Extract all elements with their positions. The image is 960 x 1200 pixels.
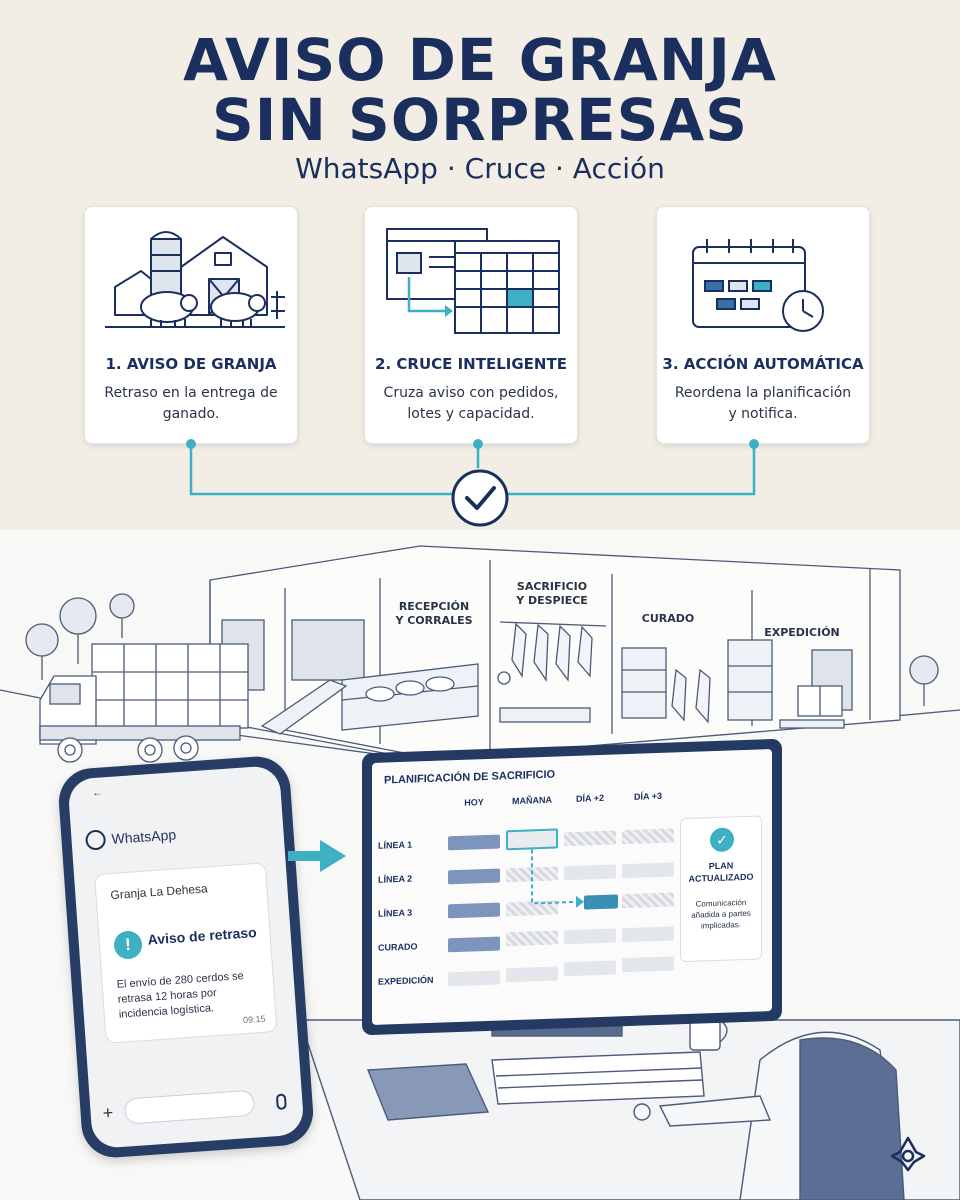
plan-status: PLAN ACTUALIZADO: [688, 860, 754, 884]
schedule-cell[interactable]: [622, 926, 674, 943]
step-card-auto-action: 3. ACCIÓN AUTOMÁTICA Reordena la planifi…: [656, 206, 870, 444]
step-card-farm-notice: 1. AVISO DE GRANJA Retraso en la entrega…: [84, 206, 298, 444]
planning-title: PLANIFICACIÓN DE SACRIFICIO: [384, 768, 556, 787]
zone-label-slaughter: SACRIFICIO Y DESPIECE: [516, 580, 588, 607]
page-title: AVISO DE GRANJA SIN SORPRESAS: [183, 26, 777, 154]
step-title: 3. ACCIÓN AUTOMÁTICA: [662, 355, 864, 373]
message-input[interactable]: [123, 1089, 256, 1125]
whatsapp-icon: [84, 829, 107, 851]
step-title: 1. AVISO DE GRANJA: [105, 355, 277, 373]
column-header: DÍA +3: [634, 790, 662, 802]
schedule-cell[interactable]: [448, 834, 500, 851]
schedule-cell[interactable]: [506, 966, 558, 983]
app-name: WhatsApp: [111, 826, 177, 847]
smartphone: ← WhatsApp Granja La Dehesa ! Aviso de r…: [56, 754, 316, 1160]
column-header: DÍA +2: [576, 792, 604, 804]
message-sender: Granja La Dehesa: [110, 881, 209, 903]
plan-note: Comunicación añadida a partes implicadas…: [691, 897, 751, 931]
row-label: LÍNEA 3: [378, 907, 413, 919]
page-subtitle: WhatsApp · Cruce · Acción: [295, 152, 665, 185]
message-bubble[interactable]: Granja La Dehesa ! Aviso de retraso El e…: [94, 862, 278, 1044]
warning-icon: !: [113, 930, 143, 960]
schedule-cell[interactable]: [564, 960, 616, 977]
check-circle-icon: ✓: [710, 827, 734, 853]
row-label: LÍNEA 1: [378, 839, 413, 851]
phone-screen: ← WhatsApp Granja La Dehesa ! Aviso de r…: [67, 765, 305, 1149]
plan-status-panel: ✓ PLAN ACTUALIZADO Comunicación añadida …: [680, 815, 762, 963]
steps-connector: [186, 439, 759, 527]
microphone-icon[interactable]: [275, 1093, 287, 1111]
zone-label-curing: CURADO: [641, 612, 695, 625]
schedule-cell[interactable]: [448, 868, 500, 885]
step-description: Cruza aviso con pedidos, lotes y capacid…: [383, 385, 559, 422]
column-header: MAÑANA: [512, 794, 552, 807]
schedule-cell[interactable]: [448, 902, 500, 919]
column-header: HOY: [464, 797, 484, 808]
check-icon: [451, 469, 509, 527]
row-label: LÍNEA 2: [378, 873, 413, 885]
schedule-cell[interactable]: [506, 930, 558, 947]
row-label: CURADO: [378, 941, 418, 953]
message-time: 09:15: [242, 1013, 266, 1026]
whatsapp-header: WhatsApp: [84, 824, 177, 851]
step-title: 2. CRUCE INTELIGENTE: [375, 355, 567, 373]
reschedule-arrow-icon: [531, 849, 584, 908]
desk-scene: [299, 1009, 960, 1200]
schedule-cell[interactable]: [448, 936, 500, 953]
farm-icon: [105, 231, 285, 328]
zone-label-reception: RECEPCIÓN Y CORRALES: [395, 600, 473, 627]
spreadsheet-icon: [386, 228, 560, 334]
desktop-monitor: PLANIFICACIÓN DE SACRIFICIO HOY MAÑANA D…: [362, 738, 782, 1036]
brand-logo-icon: [890, 1136, 926, 1172]
schedule-cell[interactable]: [564, 928, 616, 945]
back-arrow-icon[interactable]: ←: [91, 787, 103, 800]
step-description: Retraso en la entrega de ganado.: [104, 385, 278, 422]
schedule-cell[interactable]: [448, 970, 500, 987]
planning-screen: PLANIFICACIÓN DE SACRIFICIO HOY MAÑANA D…: [372, 749, 772, 1025]
calendar-clock-icon: [692, 239, 824, 332]
step-description: Reordena la planificación y notifica.: [674, 385, 852, 422]
row-label: EXPEDICIÓN: [378, 974, 434, 987]
processing-plant-illustration: [0, 545, 960, 763]
schedule-cell[interactable]: [622, 956, 674, 973]
zone-label-dispatch: EXPEDICIÓN: [764, 626, 840, 639]
plus-icon[interactable]: +: [101, 1102, 114, 1124]
flow-arrow-icon: [288, 840, 346, 872]
step-card-smart-cross: 2. CRUCE INTELIGENTE Cruza aviso con ped…: [364, 206, 578, 444]
alert-title: Aviso de retraso: [147, 924, 258, 948]
